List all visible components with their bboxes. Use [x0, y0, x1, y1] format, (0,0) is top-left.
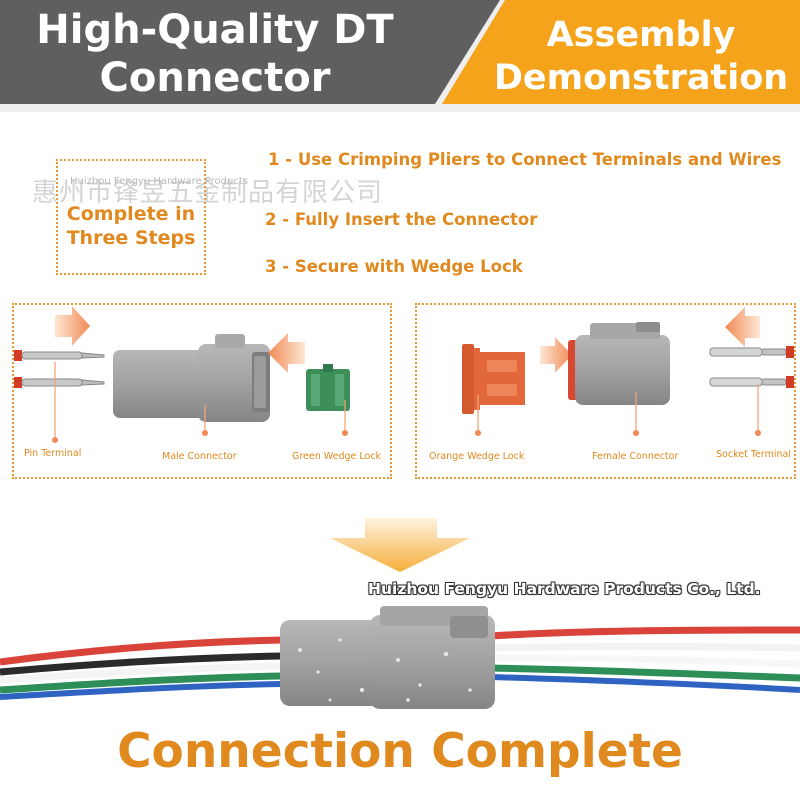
- steps-title-line1: Complete in: [66, 203, 196, 225]
- female-connector-art: [568, 322, 670, 405]
- pin-terminal-art: [14, 350, 105, 388]
- label-male-connector: Male Connector: [162, 451, 237, 462]
- arrow-right-pin: [55, 306, 90, 346]
- assembled-connector-art: [0, 606, 800, 709]
- watermark-small: Huizhou Fengyu Hardware Products: [70, 176, 248, 187]
- header-left-title: High-Quality DT Connector: [0, 6, 430, 102]
- steps-box: [56, 159, 206, 275]
- watermark-chinese: 惠州市锋昱五金制品有限公司: [32, 178, 384, 208]
- header-right-title: Assembly Demonstration: [486, 14, 796, 100]
- pin-terminal-dot: [52, 437, 58, 443]
- header-gray-panel: [0, 0, 500, 104]
- female-connector-dot: [633, 430, 639, 436]
- female-side-panel: [415, 303, 796, 479]
- arrow-left-socket: [725, 307, 760, 347]
- green-wedge-lock-dot: [342, 430, 348, 436]
- header-right-line1: Assembly: [546, 15, 736, 55]
- label-green-wedge-lock: Green Wedge Lock: [292, 451, 382, 462]
- label-pin-terminal: Pin Terminal: [24, 448, 82, 459]
- step-2: 2 - Fully Insert the Connector: [265, 210, 538, 229]
- header-shapes: [0, 0, 800, 112]
- header-left-line2: Connector: [99, 55, 331, 101]
- orange-wedge-lock-art: [462, 344, 525, 414]
- green-wedge-lock-art: [306, 364, 350, 411]
- company-watermark: Huizhou Fengyu Hardware Products Co., Lt…: [368, 580, 761, 598]
- male-side-panel: [12, 303, 392, 479]
- orange-wedge-lock-dot: [475, 430, 481, 436]
- male-connector-art: [113, 334, 270, 422]
- header-orange-panel: [442, 0, 800, 104]
- big-down-arrow: [330, 518, 470, 572]
- step-1: 1 - Use Crimping Pliers to Connect Termi…: [268, 150, 782, 169]
- header-banner: High-Quality DT Connector Assembly Demon…: [0, 0, 800, 112]
- label-socket-terminal: Socket Terminal: [716, 449, 791, 460]
- socket-terminal-dot: [755, 430, 761, 436]
- header-right-line2: Demonstration: [493, 58, 789, 98]
- connection-complete-title: Connection Complete: [117, 724, 683, 779]
- steps-title-line2: Three Steps: [66, 227, 196, 249]
- label-orange-wedge-lock: Orange Wedge Lock: [429, 451, 525, 462]
- male-connector-dot: [202, 430, 208, 436]
- header-left-line1: High-Quality DT: [36, 7, 394, 53]
- arrow-left-wedge: [268, 333, 305, 373]
- step-3: 3 - Secure with Wedge Lock: [265, 257, 523, 276]
- label-female-connector: Female Connector: [592, 451, 679, 462]
- arrow-right-female: [540, 337, 572, 373]
- steps-title: Complete in Three Steps: [56, 202, 206, 250]
- socket-terminal-art: [709, 346, 794, 388]
